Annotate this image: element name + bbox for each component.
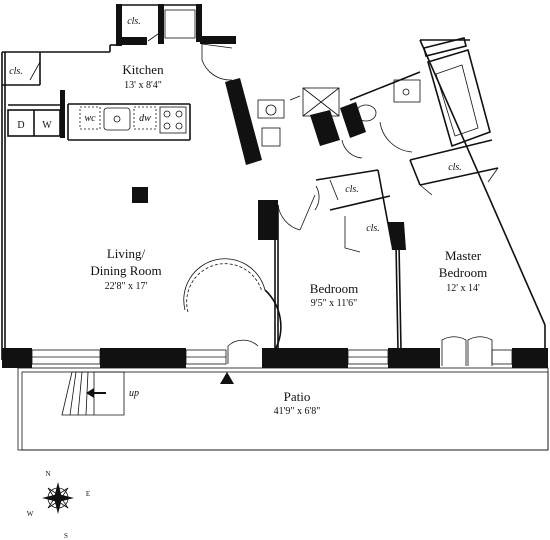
compass-rose xyxy=(42,482,74,514)
kitchen-dims: 13' x 8'4" xyxy=(124,80,162,91)
bedroom-dims: 9'5" x 11'6" xyxy=(311,298,357,309)
bedroom-walls xyxy=(258,169,406,351)
closet-label-master: cls. xyxy=(448,162,462,173)
compass-w: W xyxy=(27,510,34,518)
compass-s: S xyxy=(64,532,68,540)
patio-name: Patio xyxy=(284,389,311,404)
master-bath xyxy=(340,37,491,159)
patio-outline xyxy=(17,367,549,451)
entry-marker xyxy=(220,372,234,384)
stairs xyxy=(61,371,125,416)
washer-label: W xyxy=(42,120,52,131)
kitchen-closets xyxy=(116,4,202,46)
master-name-line2: Bedroom xyxy=(439,265,487,280)
living-divider xyxy=(183,258,282,351)
column xyxy=(132,187,148,203)
kitchen-counter xyxy=(67,103,191,141)
closet-label-top-left: cls. xyxy=(9,66,23,77)
exterior-walls xyxy=(1,4,546,360)
south-wall xyxy=(2,336,548,368)
master-closet xyxy=(409,139,499,196)
hall-bath xyxy=(225,78,340,165)
wine-cooler-label: wc xyxy=(84,113,96,124)
stairs-up-label: up xyxy=(129,388,139,399)
laundry xyxy=(7,90,65,138)
master-name-line1: Master xyxy=(445,248,482,263)
living-dims: 22'8" x 17' xyxy=(105,281,148,292)
compass-n: N xyxy=(45,470,50,478)
closet-label-kitchen: cls. xyxy=(127,16,141,27)
dishwasher-label: dw xyxy=(139,113,151,124)
closet-label-bedroom-lower: cls. xyxy=(366,223,380,234)
closet-label-bedroom-upper: cls. xyxy=(345,184,359,195)
kitchen-name: Kitchen xyxy=(122,62,164,77)
top-left-closet xyxy=(2,52,41,86)
living-name-line1: Living/ xyxy=(107,246,146,261)
kitchen-entry-door xyxy=(200,36,236,81)
patio-dims: 41'9" x 6'8" xyxy=(274,406,321,417)
master-dims: 12' x 14' xyxy=(446,283,480,294)
compass-e: E xyxy=(86,490,90,498)
living-name-line2: Dining Room xyxy=(90,263,161,278)
dryer-label: D xyxy=(17,120,24,131)
bedroom-name: Bedroom xyxy=(310,281,358,296)
